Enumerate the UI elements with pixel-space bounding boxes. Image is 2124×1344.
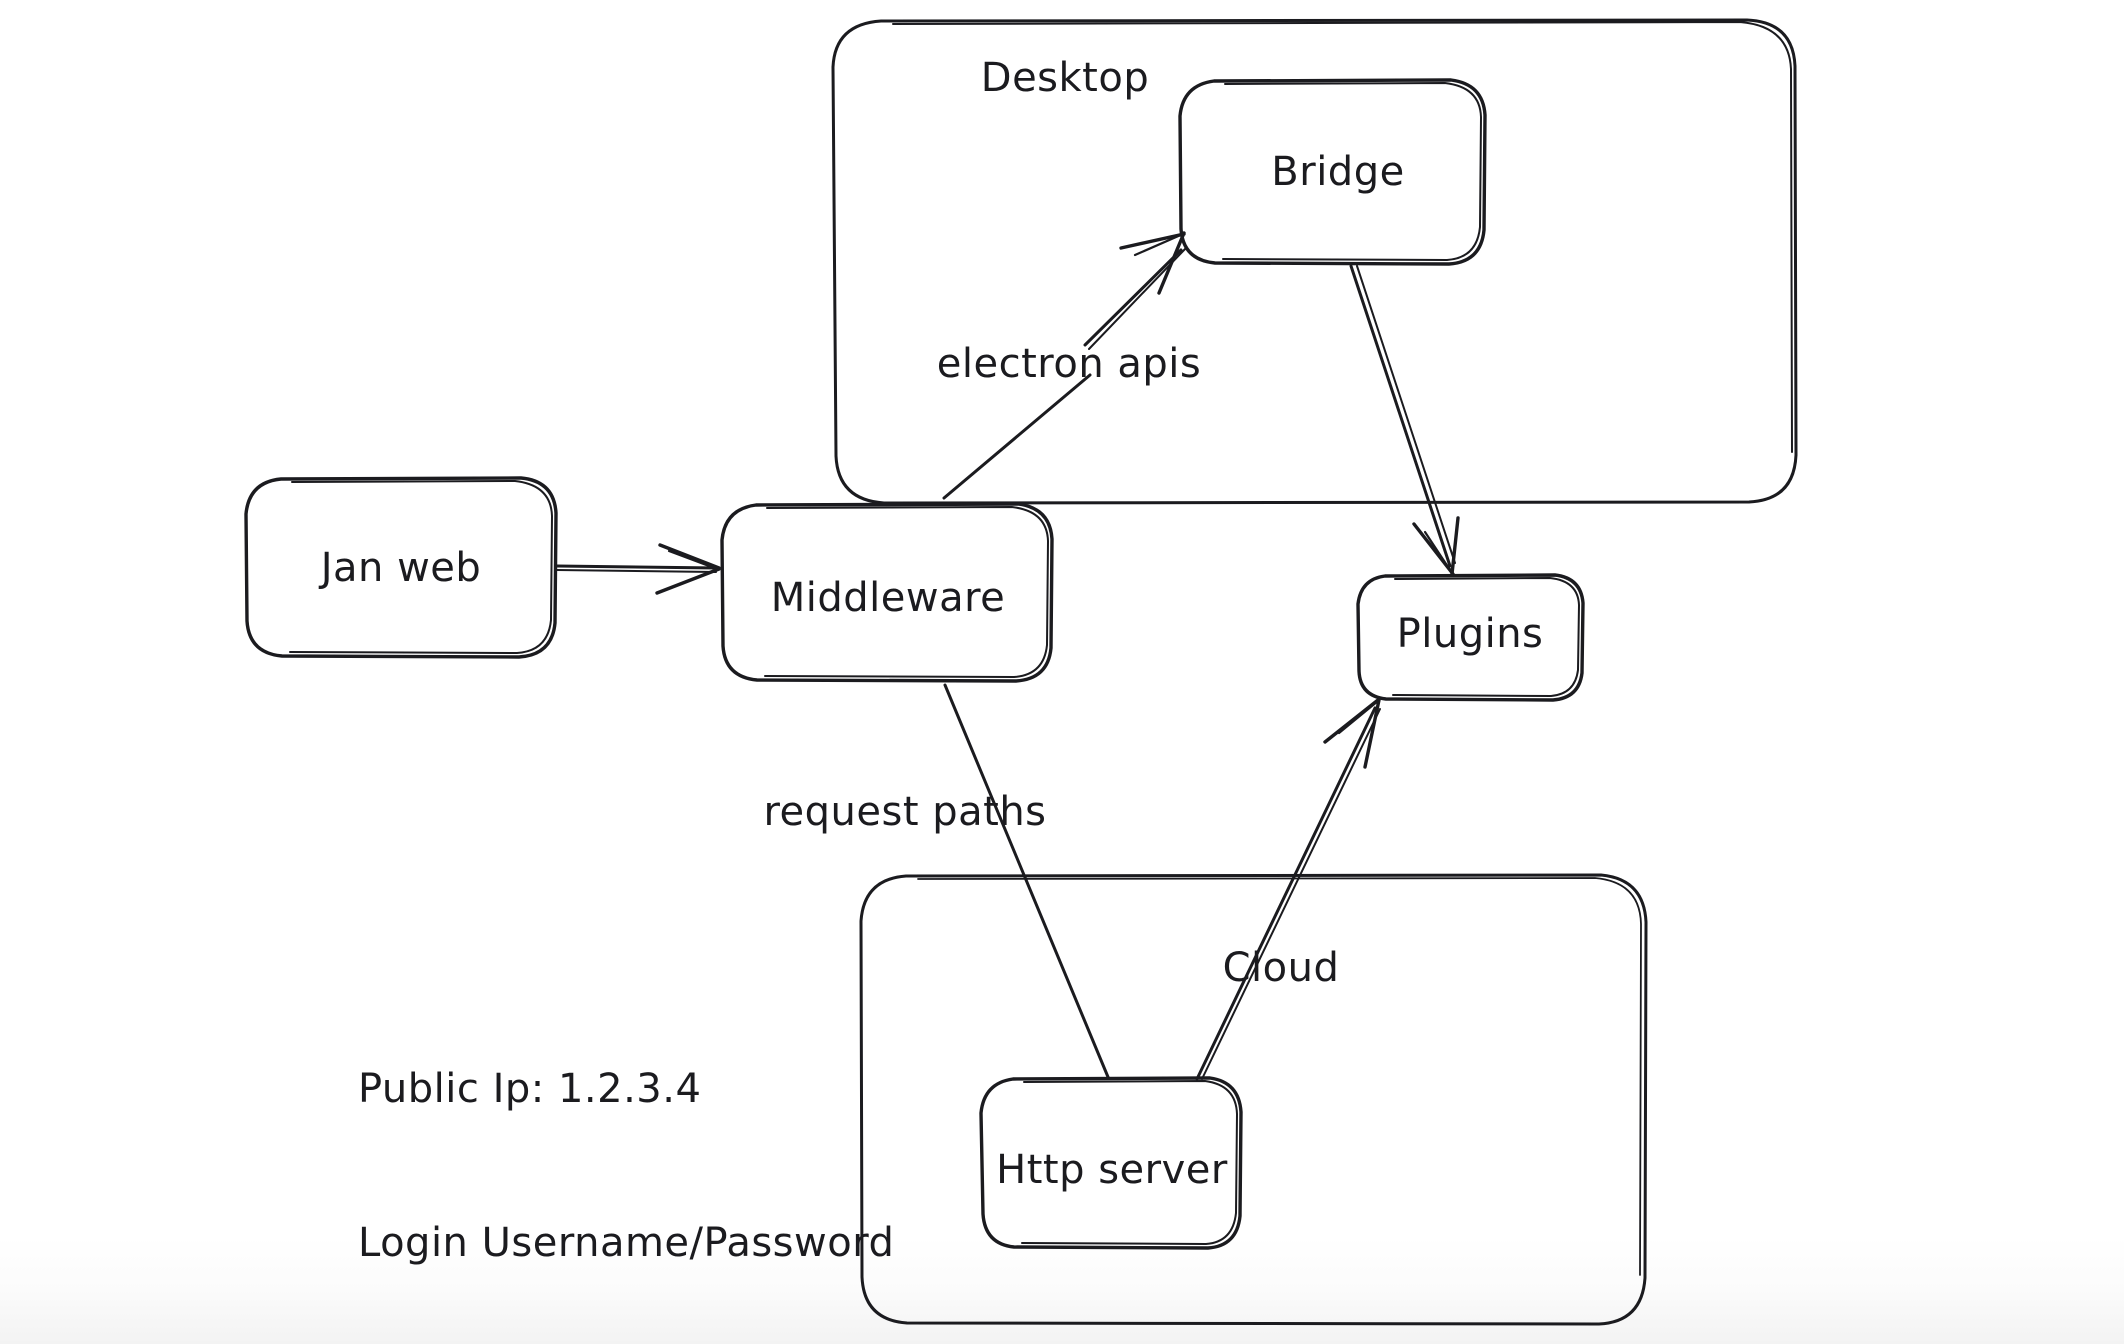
note-connection-credentials: Public Ip: 1.2.3.4 Login Username/Passwo… [358,962,894,1344]
edge-label-cloud: Cloud [1222,945,1340,991]
node-middleware[interactable] [720,502,1054,683]
node-label-bridge: Bridge [1271,149,1405,195]
edge-janweb-to-middleware [555,543,721,595]
node-label-middleware: Middleware [770,575,1006,621]
edge-label-electron-apis: electron apis [936,341,1202,387]
node-jan-web[interactable] [244,476,558,659]
node-label-http-server: Http server [996,1147,1228,1193]
node-label-jan-web: Jan web [320,545,482,591]
node-label-plugins: Plugins [1396,611,1544,657]
note-line-login: Login Username/Password [358,1219,895,1266]
note-line-public-ip: Public Ip: 1.2.3.4 [358,1066,702,1113]
edge-label-request-paths: request paths [763,789,1047,835]
edge-middleware-to-httpserver [943,683,1110,1079]
edge-bridge-to-plugins [1349,264,1460,576]
group-desktop [831,18,1798,505]
node-bridge[interactable] [1178,78,1487,266]
node-http-server[interactable] [979,1076,1243,1250]
edge-middleware-to-bridge [942,231,1187,500]
group-cloud-region [859,873,1648,1326]
group-label-desktop: Desktop [980,55,1150,101]
edge-httpserver-to-plugins [1195,698,1381,1081]
node-plugins[interactable] [1356,573,1585,702]
